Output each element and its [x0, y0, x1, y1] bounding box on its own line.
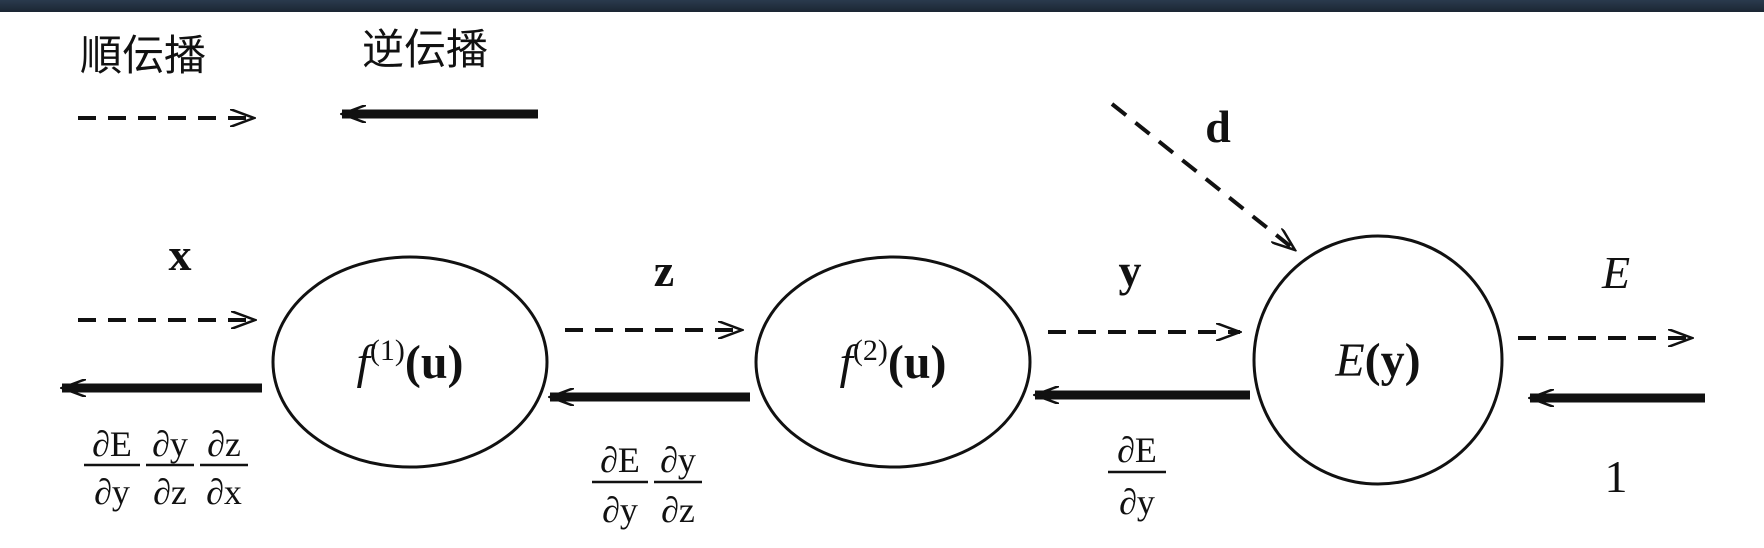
gradient-g1: ∂E ∂y ∂y ∂z ∂z ∂x — [84, 424, 248, 512]
node-f2-label: f(2)(u) — [840, 334, 947, 389]
gradient-g3: ∂E ∂y — [1108, 430, 1166, 522]
g3-den-1: ∂y — [1119, 482, 1155, 522]
g1-den-2: ∂z — [153, 472, 187, 512]
label-d: d — [1205, 101, 1231, 152]
node-error — [1252, 234, 1504, 486]
forward-arrow-d — [1110, 102, 1295, 250]
g1-num-2: ∂y — [152, 424, 188, 464]
gradient-g2: ∂E ∂y ∂y ∂z — [592, 440, 702, 530]
node-error-label: E(y) — [1334, 334, 1420, 387]
label-z: z — [654, 245, 674, 296]
label-x: x — [169, 229, 192, 280]
label-one: 1 — [1605, 451, 1628, 502]
g1-den-1: ∂y — [94, 472, 130, 512]
g1-num-1: ∂E — [92, 424, 132, 464]
g2-num-1: ∂E — [600, 440, 640, 480]
g2-num-2: ∂y — [660, 440, 696, 480]
g1-num-3: ∂z — [207, 424, 241, 464]
legend-backward-label: 逆伝播 — [362, 25, 488, 74]
g3-num-1: ∂E — [1117, 430, 1157, 470]
g1-den-3: ∂x — [206, 472, 242, 512]
legend-forward-label: 順伝播 — [80, 31, 206, 80]
node-f2 — [754, 255, 1032, 469]
label-e: E — [1601, 247, 1630, 298]
label-y: y — [1119, 245, 1142, 296]
g2-den-2: ∂z — [661, 490, 695, 530]
node-f1 — [271, 255, 549, 469]
g2-den-1: ∂y — [602, 490, 638, 530]
